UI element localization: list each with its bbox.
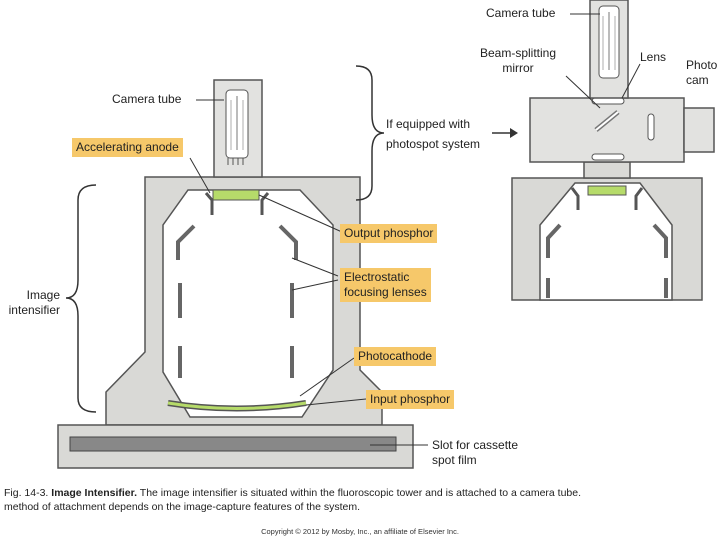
- right-lens-bottom: [591, 153, 625, 161]
- photocathode-layer: [167, 401, 307, 410]
- figure-caption: Fig. 14-3. Image Intensifier. The image …: [4, 486, 720, 514]
- label-if-equipped-line2: photospot system: [386, 137, 481, 151]
- label-photo-camera: Photo cam: [686, 58, 717, 88]
- caption-text-line1: The image intensifier is situated within…: [139, 487, 582, 499]
- caption-line1: Fig. 14-3. Image Intensifier. The image …: [4, 486, 720, 500]
- label-photo-camera-line1: Photo: [686, 58, 718, 72]
- right-output-phosphor: [587, 185, 627, 196]
- label-electrostatic-line2: focusing lenses: [344, 285, 427, 299]
- anode-left: [204, 192, 214, 215]
- label-photocathode: Photocathode: [354, 347, 437, 366]
- photo-camera: [683, 107, 715, 153]
- label-camera-tube-right: Camera tube: [486, 6, 556, 20]
- copyright-notice: Copyright © 2012 by Mosby, Inc., an affi…: [261, 527, 459, 536]
- lens-left-upper: [176, 224, 196, 260]
- label-photo-camera-line2: cam: [686, 73, 709, 87]
- label-beam-splitting-line2: mirror: [502, 61, 534, 75]
- label-lens: Lens: [640, 50, 667, 64]
- output-phosphor: [212, 189, 260, 201]
- cassette-slot: [69, 436, 397, 452]
- right-brace: [355, 65, 385, 201]
- label-slot: Slot for cassette spot film: [432, 438, 518, 468]
- label-accelerating-anode: Accelerating anode: [72, 138, 183, 157]
- label-electrostatic-focusing: Electrostatic focusing lenses: [340, 268, 431, 302]
- lens-right-upper: [278, 224, 298, 260]
- label-slot-line1: Slot for cassette: [432, 438, 519, 452]
- left-brace: [65, 184, 97, 413]
- beam-splitter-box: [529, 97, 685, 163]
- caption-fig-number: Fig. 14-3.: [4, 487, 49, 499]
- label-image-intensifier-line2: intensifier: [8, 303, 60, 317]
- label-slot-line2: spot film: [432, 453, 477, 467]
- right-lens-top: [591, 97, 625, 105]
- label-camera-tube: Camera tube: [112, 92, 182, 106]
- label-if-equipped-line1: If equipped with: [386, 117, 471, 131]
- anode-right: [260, 192, 270, 215]
- right-vacuum-tube: [539, 182, 673, 301]
- label-output-phosphor: Output phosphor: [340, 224, 438, 243]
- label-beam-splitting-line1: Beam-splitting: [480, 46, 557, 60]
- label-image-intensifier-line1: Image: [26, 288, 60, 302]
- caption-text-line2: method of attachment depends on the imag…: [4, 501, 361, 513]
- caption-title: Image Intensifier.: [51, 487, 138, 499]
- label-image-intensifier: Image intensifier: [6, 288, 60, 318]
- label-input-phosphor: Input phosphor: [366, 390, 455, 409]
- vacuum-tube: [162, 189, 334, 418]
- label-electrostatic-line1: Electrostatic: [344, 270, 410, 284]
- label-beam-splitting: Beam-splitting mirror: [480, 46, 556, 76]
- right-lens-side: [647, 113, 655, 141]
- label-if-equipped: If equipped with photospot system: [386, 114, 480, 154]
